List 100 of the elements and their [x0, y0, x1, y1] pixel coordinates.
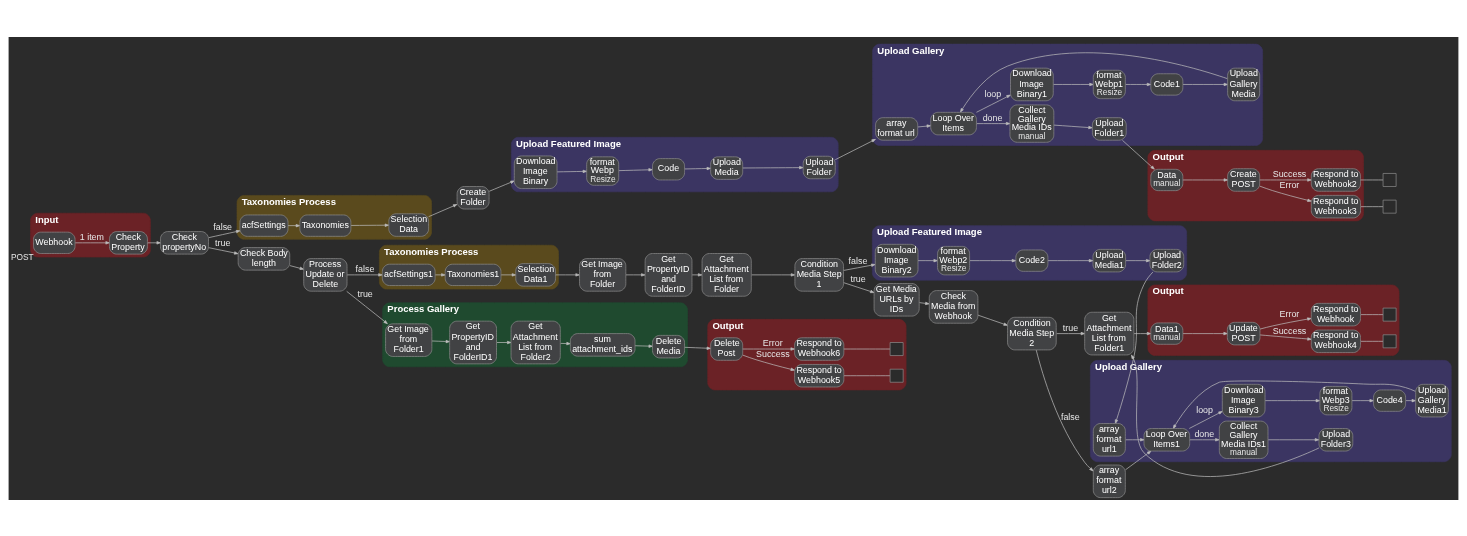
node-box: Code: [652, 157, 685, 180]
edge-label: done: [1194, 428, 1215, 439]
arrow: [289, 264, 304, 270]
node-box: Get PropertyID and FolderID1: [449, 320, 497, 364]
arrow: [1259, 177, 1312, 182]
arrow: [634, 344, 653, 348]
arrow: [969, 258, 1017, 262]
arrow: [843, 263, 876, 271]
arrow: [1052, 82, 1094, 86]
node-box: sum attachment_ids: [570, 332, 636, 356]
node-box: [889, 341, 904, 356]
arrow: [977, 314, 1008, 326]
arrow: [1047, 258, 1094, 262]
node-box: Create Folder: [456, 185, 490, 209]
node-box: acfSettings1: [381, 263, 436, 286]
node-box: array format url2: [1092, 464, 1126, 498]
node-box: Respond to Webhook4: [1310, 329, 1361, 353]
node-box: Webhook: [33, 231, 76, 254]
node-box: Download Image Binary: [513, 155, 558, 189]
arrow: [684, 346, 711, 350]
arrow: [428, 203, 458, 217]
edge-label: loop: [984, 88, 1002, 99]
arrow: [691, 272, 703, 276]
node-box: Get Attachment List from Folder2: [510, 320, 561, 364]
arrow: [346, 272, 383, 276]
edge-label: false: [355, 263, 375, 274]
node-box: Collect Gallery Media IDs manual: [1009, 104, 1055, 143]
arrow: [976, 121, 1011, 125]
node-box: Respond to Webhook6: [794, 336, 845, 361]
edge-label: true: [1062, 322, 1079, 333]
node-box: Loop Over Items: [930, 111, 977, 135]
connector: [1360, 340, 1384, 342]
arrow: [1182, 177, 1228, 182]
edge-label: Error: [1279, 308, 1300, 319]
arrow: [1114, 271, 1154, 424]
node-box: Get Attachment List from Folder1: [1084, 311, 1135, 355]
arrow: [431, 339, 450, 343]
node-box: array format url1: [1092, 422, 1126, 456]
arrow: [1125, 82, 1152, 86]
edge-label: false: [1060, 411, 1080, 422]
node-box: Get PropertyID and FolderID: [644, 252, 693, 297]
node-box: Check Body length: [237, 246, 291, 270]
node-box: format Webp3 Resize: [1319, 385, 1353, 415]
edge-label: Error: [762, 337, 783, 348]
node-box: Data1 manual: [1150, 322, 1184, 345]
node-box: Data manual: [1150, 168, 1184, 191]
edge-label: false: [213, 221, 233, 232]
edge-label: Success: [1272, 325, 1307, 336]
node-box: Taxonomies1: [444, 263, 502, 286]
arrow: [1264, 398, 1320, 402]
node-box: Respond to Webhook3: [1310, 194, 1361, 218]
node-box: Get Attachment List from Folder: [701, 252, 752, 297]
node-box: Get Media URLs by IDs: [873, 282, 920, 316]
arrow: [960, 51, 1228, 112]
node-box: Condition Media Step 2: [1007, 316, 1057, 350]
arrow: [488, 180, 515, 192]
node-box: format Webp Resize: [586, 155, 620, 186]
arrow: [917, 258, 938, 262]
node-box: Download Image Binary2: [874, 243, 919, 277]
arrow: [1125, 258, 1151, 262]
arrow: [1133, 331, 1152, 335]
node-box: format Webp1 Resize: [1092, 69, 1126, 99]
arrow: [560, 341, 571, 345]
node-box: Update POST: [1227, 321, 1261, 345]
node-box: Loop Over Items1: [1143, 427, 1191, 451]
connector: [1360, 179, 1384, 180]
node-box: Code1: [1150, 72, 1184, 95]
arrow: [742, 346, 795, 351]
node-box: Selection Data: [388, 212, 429, 237]
arrow: [1131, 354, 1320, 477]
node-box: Get Image from Folder1: [385, 322, 433, 357]
node-box: format Webp2 Resize: [937, 245, 970, 275]
arrow: [751, 272, 796, 276]
arrow: [742, 354, 795, 371]
node-box: Upload Folder1: [1092, 116, 1127, 141]
arrow: [917, 124, 931, 128]
arrow: [742, 165, 804, 169]
arrow: [1035, 349, 1094, 471]
arrow: [1188, 410, 1223, 429]
node-box: Collect Gallery Media IDs1 manual: [1219, 420, 1269, 459]
arrow: [834, 138, 876, 160]
node-box: Upload Media: [710, 155, 744, 180]
node-box: [1382, 172, 1397, 187]
node-box: Check Property: [109, 230, 148, 254]
node-box: Upload Gallery Media1: [1415, 383, 1449, 417]
edge-label: Success: [1272, 168, 1307, 179]
edge-label: Error: [1279, 179, 1300, 190]
arrow: [556, 169, 587, 173]
node-box: Download Image Binary1: [1010, 67, 1054, 101]
node-box: Check propertyNo: [160, 230, 209, 254]
arrow: [1125, 450, 1152, 470]
arrow: [625, 272, 646, 276]
node-box: Process Update or Delete: [303, 257, 348, 292]
node-box: Code4: [1373, 389, 1406, 412]
arrow: [346, 290, 388, 324]
node-box: Upload Folder2: [1149, 248, 1185, 272]
arrow: [1053, 124, 1093, 129]
arrow: [684, 166, 711, 170]
arrow: [1259, 317, 1312, 329]
arrow: [1182, 82, 1228, 86]
